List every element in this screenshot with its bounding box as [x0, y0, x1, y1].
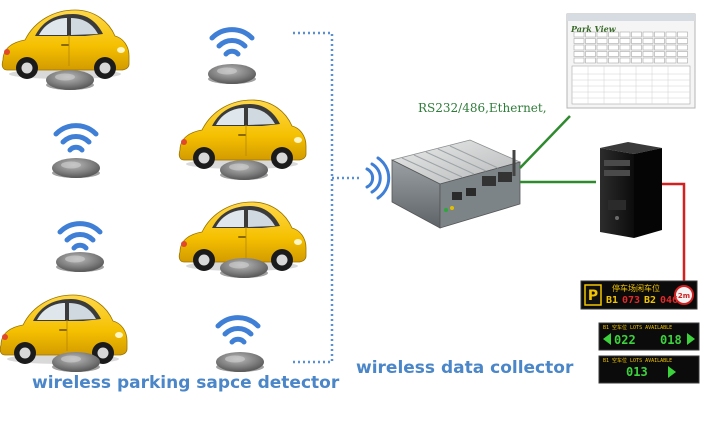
speed-limit-icon: 2m — [678, 292, 690, 300]
screen-slot — [654, 38, 665, 44]
screen-slot — [665, 31, 677, 38]
screen-slot — [642, 57, 654, 64]
sensor-6 — [220, 160, 268, 180]
screen-slot — [596, 31, 608, 38]
wifi-icon-2 — [60, 224, 100, 248]
sensor-7 — [220, 258, 268, 278]
screen-slot — [642, 51, 654, 57]
park-view-screen — [566, 13, 696, 109]
screen-slot — [677, 38, 688, 44]
wifi-icon-3 — [212, 30, 252, 54]
sensor-3 — [56, 252, 104, 272]
wifi-icon-4 — [218, 318, 258, 342]
red-link-line — [662, 182, 686, 288]
screen-slot — [619, 31, 631, 38]
screen-slot — [642, 38, 654, 44]
screen-slot — [631, 44, 642, 51]
data-collector-device — [390, 139, 522, 229]
led-sign-3 — [598, 355, 700, 384]
screen-slot — [677, 57, 688, 64]
sensor-2 — [52, 158, 100, 178]
led-sign-2 — [598, 322, 700, 351]
screen-slot — [608, 44, 619, 51]
sign-main-b2-value: 046 — [660, 295, 679, 306]
screen-slot — [631, 31, 642, 38]
green-link-lines — [519, 115, 596, 184]
sign3-value: 013 — [626, 365, 648, 379]
screen-slot — [608, 57, 619, 64]
screen-slot — [573, 51, 585, 57]
left-arrow-icon — [603, 333, 611, 345]
sensor-4 — [52, 352, 100, 372]
collector-wifi-icon — [365, 156, 391, 200]
screen-slot — [608, 51, 619, 57]
screen-slot — [585, 51, 596, 57]
screen-slot — [585, 57, 596, 64]
screen-slot — [596, 51, 608, 57]
screen-slot — [573, 57, 585, 64]
screen-slot — [665, 44, 677, 51]
sign2-right-value: 018 — [660, 333, 682, 347]
screen-slot — [573, 31, 585, 38]
screen-slot — [585, 44, 596, 51]
screen-slot — [665, 38, 677, 44]
sensor-5 — [208, 64, 256, 84]
detector-group — [0, 9, 307, 372]
led-sign-main: P 2m — [580, 280, 698, 310]
screen-slot — [642, 31, 654, 38]
sensor-1 — [46, 70, 94, 90]
screen-slot — [573, 44, 585, 51]
interface-label: RS232/486,Ethernet, — [418, 101, 547, 115]
screen-slot — [654, 31, 665, 38]
screen-slot — [619, 38, 631, 44]
screen-title: Park View — [571, 24, 616, 34]
right-arrow-icon — [687, 333, 695, 345]
sensor-8 — [216, 352, 264, 372]
screen-slot — [585, 38, 596, 44]
sign2-header: B1 空车位 LOTS AVAILABLE — [603, 325, 673, 331]
screen-slot — [585, 31, 596, 38]
screen-slot — [665, 57, 677, 64]
sign-main-b1-label: B1 — [606, 295, 619, 306]
screen-slot — [596, 38, 608, 44]
screen-slot — [631, 38, 642, 44]
wireless-link-lines — [293, 31, 362, 364]
screen-slot — [665, 51, 677, 57]
server-tower — [600, 142, 662, 238]
sign3-header: B1 空车位 LOTS AVAILABLE — [603, 358, 673, 364]
screen-slot — [677, 44, 688, 51]
screen-slot — [642, 44, 654, 51]
screen-slot — [619, 51, 631, 57]
screen-slot — [654, 44, 665, 51]
sign-main-b1-value: 073 — [622, 295, 641, 306]
screen-slot — [677, 51, 688, 57]
detector-label: wireless parking sapce detector — [32, 373, 340, 393]
screen-slot — [654, 51, 665, 57]
screen-slot — [596, 44, 608, 51]
screen-slot — [677, 31, 688, 38]
screen-slot — [619, 44, 631, 51]
screen-slot — [631, 57, 642, 64]
screen-slot — [631, 51, 642, 57]
sign-main-b2-label: B2 — [644, 295, 657, 306]
screen-slot — [608, 31, 619, 38]
sign2-left-value: 022 — [614, 333, 636, 347]
screen-slot — [654, 57, 665, 64]
car-1 — [1, 9, 130, 80]
sign-main-title: 停车场闲车位 — [612, 284, 660, 293]
parking-p-icon: P — [588, 288, 598, 304]
right-arrow-icon — [668, 366, 676, 378]
collector-label: wireless data collector — [356, 358, 574, 378]
car-3 — [178, 99, 307, 170]
screen-slot — [608, 38, 619, 44]
screen-slot — [619, 57, 631, 64]
screen-slot — [596, 57, 608, 64]
wifi-icon-1 — [56, 126, 96, 150]
screen-slot — [573, 38, 585, 44]
